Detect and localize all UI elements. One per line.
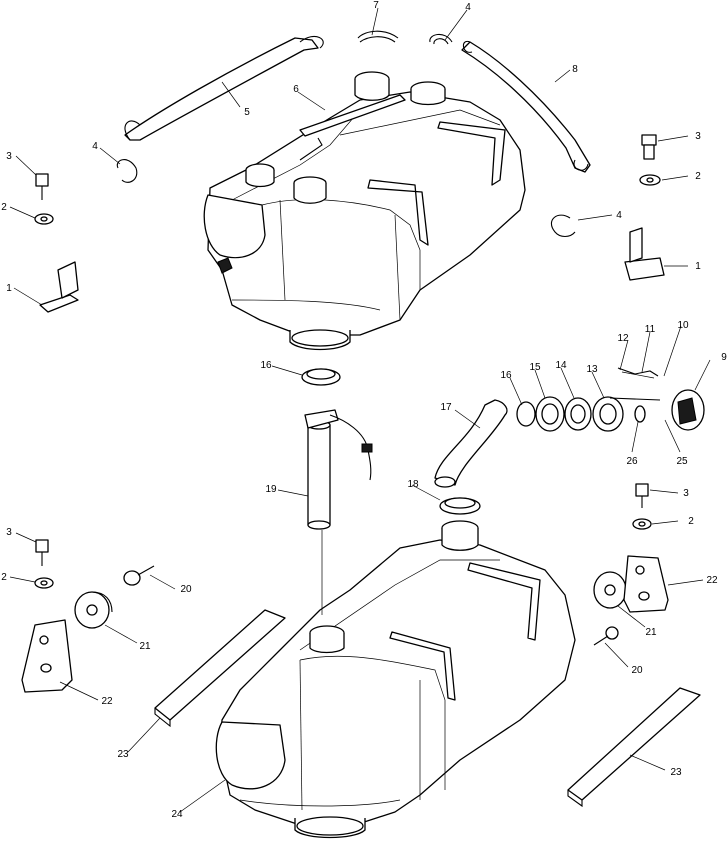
callout-2: 2	[688, 516, 694, 527]
bolt-3-left-bottom	[35, 539, 49, 566]
callout-1: 1	[6, 283, 12, 294]
callout-3: 3	[6, 527, 12, 538]
leader-lines	[9, 7, 711, 813]
callout-21: 21	[139, 641, 151, 652]
upper-fuel-tank	[203, 71, 526, 351]
callout-9: 9	[721, 352, 727, 363]
bolt-3-right-top	[641, 134, 657, 160]
hook-4-top	[429, 33, 453, 45]
callout-20: 20	[631, 665, 643, 676]
callout-4: 4	[616, 210, 622, 221]
strap-left-5	[124, 35, 324, 141]
lower-fuel-tank	[215, 520, 576, 839]
rail-23-left	[154, 609, 286, 728]
strap-right-8	[461, 40, 591, 173]
bracket-1-left	[39, 261, 79, 313]
callout-16: 16	[260, 360, 272, 371]
callout-11: 11	[645, 324, 656, 335]
hook-7	[357, 30, 399, 43]
screw-20-left	[123, 565, 155, 586]
callout-23: 23	[670, 767, 682, 778]
bolt-3-right-mid	[635, 483, 649, 508]
callout-7: 7	[373, 0, 379, 11]
callout-23: 23	[117, 749, 129, 760]
callout-20: 20	[180, 584, 192, 595]
callout-15: 15	[529, 362, 541, 373]
callout-5: 5	[244, 107, 250, 118]
callout-14: 14	[555, 360, 567, 371]
washer-2-left-bottom	[34, 577, 54, 589]
callout-4: 4	[92, 141, 98, 152]
bolt-3-left-top	[35, 173, 49, 200]
callout-18: 18	[407, 479, 419, 490]
rail-23-right	[567, 687, 701, 808]
callout-labels: 7 4 8 5 6 3 4 2 1 3 2 4 1 12 11 10 9 16 …	[1, 0, 727, 820]
callout-8: 8	[572, 64, 578, 75]
callout-3: 3	[683, 488, 689, 499]
fuel-sender-19	[304, 409, 373, 615]
cap-tether	[609, 367, 661, 401]
callout-6: 6	[293, 84, 299, 95]
fuel-cap-9	[671, 389, 705, 431]
callout-1: 1	[695, 261, 701, 272]
screw-20-right	[593, 626, 619, 646]
washer-2-right-top	[639, 174, 661, 186]
callout-21: 21	[645, 627, 657, 638]
filler-hose-17	[434, 399, 508, 488]
bracket-22-right	[623, 555, 669, 613]
callout-10: 10	[677, 320, 689, 331]
bracket-22-left	[21, 619, 73, 693]
washer-2-left-top	[34, 213, 54, 225]
callout-16: 16	[500, 370, 512, 381]
callout-19: 19	[265, 484, 277, 495]
callout-26: 26	[626, 456, 638, 467]
lock-ring-18	[439, 497, 481, 515]
washer-2-right-mid	[632, 518, 652, 530]
hook-4-left	[116, 159, 138, 183]
spacer-21-right	[593, 571, 627, 609]
callout-4: 4	[465, 2, 471, 13]
filler-assembly	[516, 396, 646, 432]
spacer-21-left	[74, 591, 113, 629]
callout-22: 22	[706, 575, 718, 586]
callout-2: 2	[695, 171, 701, 182]
hook-4-right	[550, 214, 576, 238]
callout-3: 3	[695, 131, 701, 142]
callout-12: 12	[617, 333, 629, 344]
callout-22: 22	[101, 696, 113, 707]
callout-24: 24	[171, 809, 183, 820]
callout-17: 17	[440, 402, 452, 413]
callout-2: 2	[1, 572, 7, 583]
callout-3: 3	[6, 151, 12, 162]
lock-ring-16-top	[301, 368, 341, 386]
callout-2: 2	[1, 202, 7, 213]
bracket-1-right	[624, 227, 665, 281]
callout-25: 25	[676, 456, 688, 467]
callout-13: 13	[586, 364, 598, 375]
